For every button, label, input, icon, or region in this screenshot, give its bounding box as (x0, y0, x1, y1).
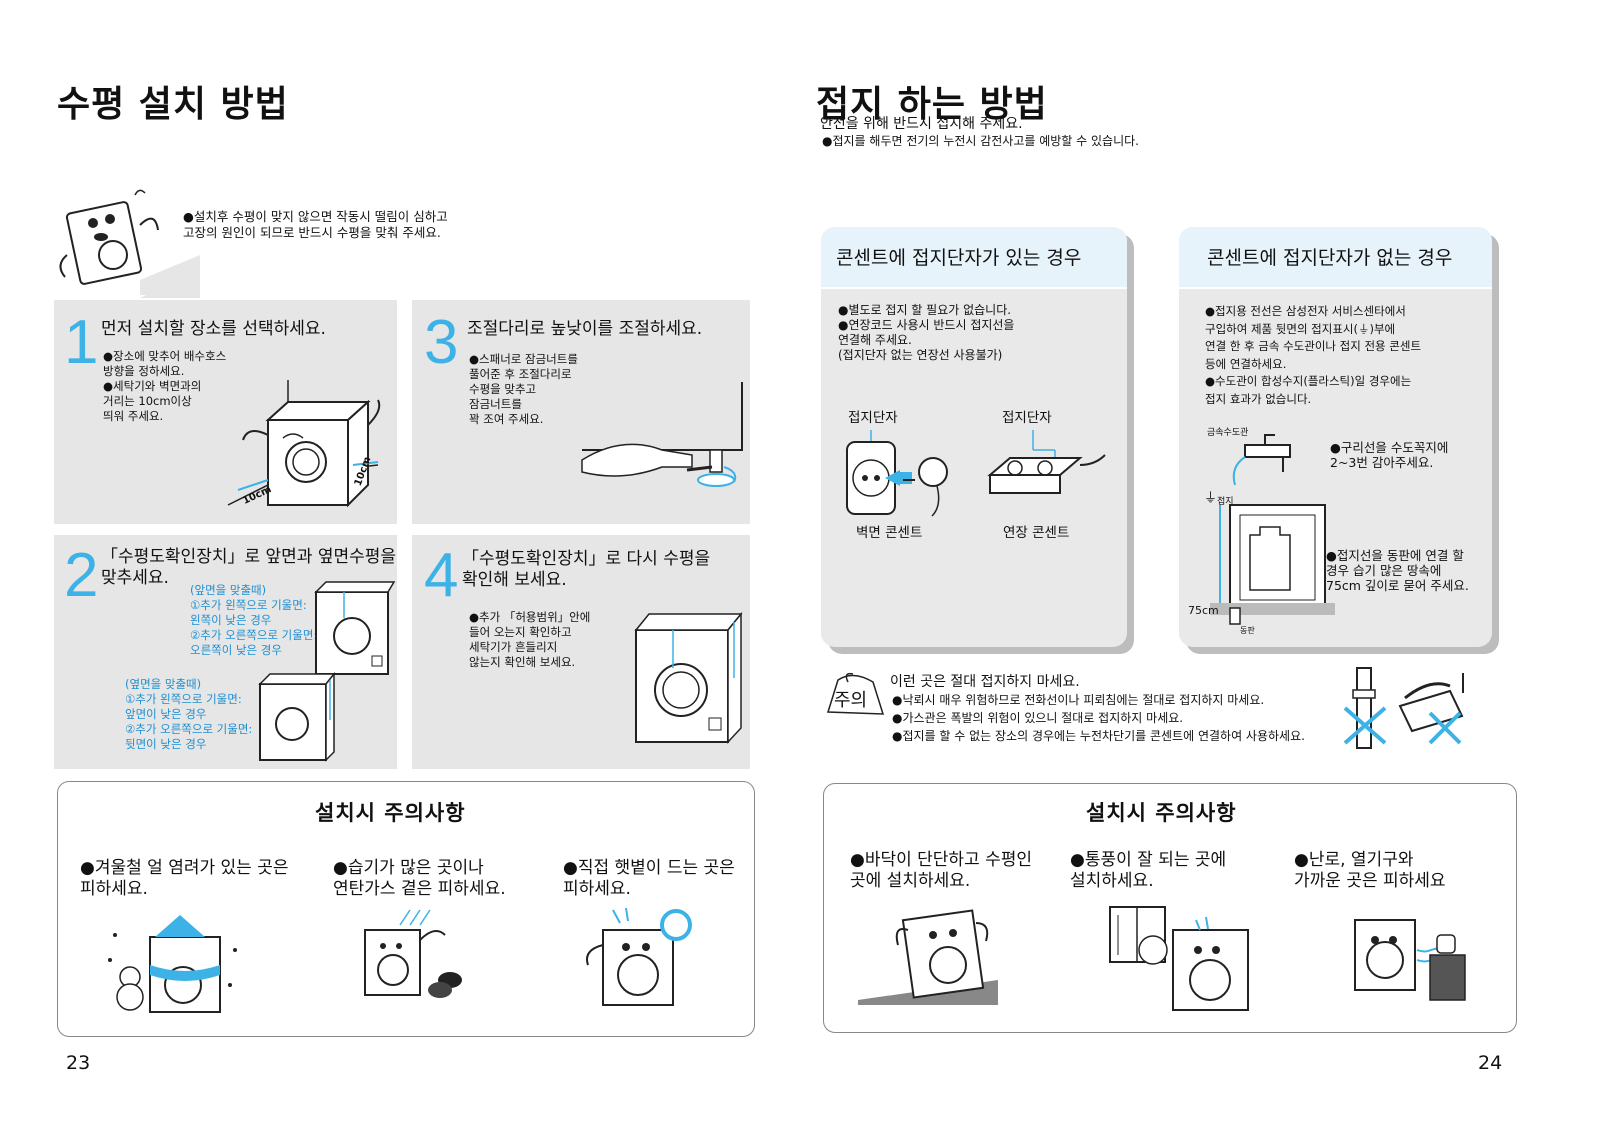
warning-badge: 주의 (834, 690, 868, 711)
intro-text: ●설치후 수평이 맞지 않으면 작동시 떨림이 심하고 고장의 원인이 되므로 … (183, 209, 448, 240)
faucet-illustration (1232, 434, 1291, 486)
card1-label-a: 접지단자 (848, 410, 898, 426)
winter-mascot-illustration (108, 915, 237, 1013)
step-2-title: 「수평도확인장치」로 앞면과 옆면수평을 맞추세요. (101, 547, 397, 588)
ventilation-mascot-illustration (1109, 906, 1249, 1011)
sun-mascot-illustration (586, 907, 692, 1006)
step-2-front-text: (앞면을 맞출때) ①추가 왼쪽으로 기울면: 왼쪽이 낮은 경우 ②추가 오른… (190, 583, 318, 657)
caution-right-3: ●난로, 열기구와 가까운 곳은 피하세요 (1294, 850, 1446, 891)
humid-mascot-illustration (364, 909, 462, 998)
bury-instruction: ●접지선을 동판에 연결 할 경우 습기 많은 땅속에 75cm 깊이로 묻어 … (1326, 548, 1469, 593)
card1-heading: 콘센트에 접지단자가 있는 경우 (821, 227, 1127, 289)
step-1-number: 1 (64, 308, 99, 377)
card1-label-b: 접지단자 (1002, 410, 1052, 426)
card2-heading: 콘센트에 접지단자가 없는 경우 (1179, 227, 1492, 289)
warning-item-3: ●접지를 할 수 없는 장소의 경우에는 누전차단기를 콘센트에 연결하여 사용… (892, 729, 1305, 743)
step-1-title: 먼저 설치할 장소를 선택하세요. (101, 319, 326, 339)
warning-item-2: ●가스관은 폭발의 위험이 있으니 절대로 접지하지 마세요. (892, 711, 1184, 725)
card2-text: ●접지용 전선은 삼성전자 서비스센타에서 구입하여 제품 뒷면의 접지표시(⏚… (1205, 304, 1422, 406)
page-title-left: 수평 설치 방법 (57, 84, 289, 125)
wedge-decoration (140, 268, 200, 298)
extension-outlet-caption: 연장 콘센트 (1003, 525, 1070, 541)
caution-left-3: ●직접 햇볕이 드는 곳은 피하세요. (563, 858, 735, 899)
caution-right-2: ●통풍이 잘 되는 곳에 설치하세요. (1070, 850, 1227, 891)
washer-corner-illustration (227, 380, 381, 508)
card1-text: ●별도로 접지 할 필요가 없습니다. ●연장코드 사용시 반드시 접지선을 연… (838, 303, 1015, 362)
caution-right-1: ●바닥이 단단하고 수평인 곳에 설치하세요. (850, 850, 1033, 891)
step-4-number: 4 (424, 541, 459, 610)
pipe-label: 금속수도관 (1207, 428, 1249, 438)
step-4-text: ●추가 「허용범위」안에 들어 오는지 확인하고 세탁기가 흔들리지 않는지 확… (469, 610, 591, 669)
caution-left-1: ●겨울철 얼 염려가 있는 곳은 피하세요. (80, 858, 289, 899)
ground-symbol-label: 접지 (1217, 497, 1234, 507)
washer-level-illustration-a (314, 581, 396, 675)
level-floor-mascot-illustration (858, 909, 998, 1005)
caution-title-right: 설치시 주의사항 (1086, 801, 1237, 825)
warning-title: 이런 곳은 절대 접지하지 마세요. (890, 674, 1080, 690)
adjusting-leg-illustration (581, 382, 743, 487)
washer-ground-illustration (1210, 504, 1335, 625)
step-3-text: ●스패너로 잠금너트를 풀어준 후 조절다리로 수평을 맞추고 잠금너트를 꽉 … (469, 352, 578, 426)
warning-item-1: ●낙뢰시 매우 위험하므로 전화선이나 피뢰침에는 절대로 접지하지 마세요. (892, 693, 1265, 707)
step-2-number: 2 (64, 541, 99, 610)
pipe-instruction: ●구리선을 수도꼭지에 2~3번 감아주세요. (1330, 440, 1449, 470)
subtitle-note: ●접지를 해두면 전기의 누전시 감전사고를 예방할 수 있습니다. (822, 134, 1139, 148)
step-1-text: ●장소에 맞추어 배수호스 방향을 정하세요. ●세탁기와 벽면과의 거리는 1… (103, 349, 227, 423)
wall-outlet-caption: 벽면 콘센트 (856, 525, 923, 541)
step-4-title: 「수평도확인장치」로 다시 수평을 확인해 보세요. (462, 549, 711, 590)
washer-check-illustration (634, 611, 743, 744)
step-3-panel (412, 300, 750, 524)
wall-outlet-illustration (846, 430, 948, 517)
ground-symbol-icon: ⏚ (1204, 491, 1218, 506)
step-3-title: 조절다리로 높낮이를 조절하세요. (467, 319, 703, 339)
subtitle-main: 안전을 위해 반드시 접지해 주세요. (820, 116, 1023, 132)
step-2-side-text: (옆면을 맞출때) ①추가 왼쪽으로 기울면: 앞면이 낮은 경우 ②추가 오른… (125, 677, 253, 751)
caution-left-2: ●습기가 많은 곳이나 연탄가스 곁은 피하세요. (333, 858, 506, 899)
washer-level-illustration-b (258, 671, 336, 762)
stove-mascot-illustration (1354, 919, 1466, 1001)
warning-badge-shape (826, 672, 885, 715)
page-title-right: 접지 하는 방법 (816, 84, 1048, 125)
step-3-number: 3 (424, 308, 459, 377)
no-ground-pipe-phone-illustration (1343, 667, 1464, 749)
caution-title-left: 설치시 주의사항 (315, 801, 466, 825)
page-number-right: 24 (1478, 1052, 1503, 1074)
page-number-left: 23 (66, 1052, 91, 1074)
copper-plate-label: 동판 (1240, 626, 1255, 635)
depth-label: 75cm (1188, 604, 1219, 617)
card-with-ground-terminal: 콘센트에 접지단자가 있는 경우 (821, 227, 1127, 647)
extension-outlet-illustration (987, 430, 1106, 494)
